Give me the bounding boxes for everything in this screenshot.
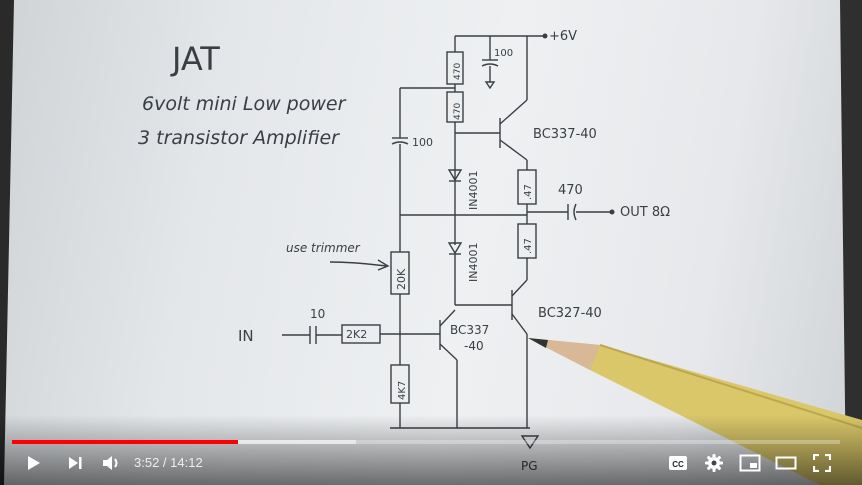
miniplayer-icon <box>739 454 761 472</box>
label-supply: +6V <box>549 29 577 44</box>
svg-text:CC: CC <box>672 460 684 469</box>
captions-icon: CC <box>669 456 687 470</box>
label-q-driver-2: -40 <box>464 339 484 353</box>
label-cap-top: 100 <box>494 48 513 59</box>
drawing-title: JAT <box>170 40 220 78</box>
label-q-driver-1: BC337 <box>450 323 489 337</box>
miniplayer-button[interactable] <box>736 448 764 478</box>
label-in: IN <box>238 327 254 345</box>
progress-bar[interactable] <box>12 440 840 444</box>
play-button[interactable] <box>18 448 48 478</box>
schematic-wires <box>282 35 612 450</box>
label-r470-a: 470 <box>453 63 463 80</box>
settings-button[interactable] <box>700 448 728 478</box>
label-trimmer-note: use trimmer <box>286 241 361 255</box>
play-icon <box>28 456 40 470</box>
gear-icon <box>705 454 723 472</box>
volume-icon <box>103 456 118 470</box>
time-separator: / <box>159 455 171 470</box>
volume-button[interactable] <box>96 448 126 478</box>
theater-icon <box>775 456 797 470</box>
label-r470-b: 470 <box>453 103 463 120</box>
label-r4k7: 4K7 <box>397 381 408 400</box>
label-cap-bootstrap: 100 <box>412 136 433 149</box>
next-button[interactable] <box>60 448 90 478</box>
fullscreen-icon <box>813 454 831 472</box>
label-cap-out: 470 <box>558 183 583 198</box>
label-r20k: 20K <box>395 268 408 290</box>
drawing-subtitle-1: 6volt mini Low power <box>142 93 347 115</box>
drawing-subtitle-2: 3 transistor Amplifier <box>138 127 340 149</box>
next-icon <box>69 457 82 469</box>
label-r47-a: .47 <box>523 184 534 200</box>
current-time: 3:52 <box>134 455 160 470</box>
label-q-bottom: BC327-40 <box>538 306 602 321</box>
label-r47-b: .47 <box>523 238 534 254</box>
label-diode-1: IN4001 <box>467 171 480 210</box>
time-display: 3:52 / 14:12 <box>134 448 203 478</box>
theater-button[interactable] <box>772 448 800 478</box>
label-out: OUT 8Ω <box>620 205 670 220</box>
progress-played <box>12 440 239 444</box>
player-controls: 3:52 / 14:12 CC <box>0 448 862 478</box>
duration: 14:12 <box>170 455 203 470</box>
captions-button[interactable]: CC <box>664 448 692 478</box>
controls-gradient <box>0 415 862 485</box>
label-cap-in: 10 <box>310 307 325 321</box>
label-diode-2: IN4001 <box>467 243 480 282</box>
fullscreen-button[interactable] <box>808 448 836 478</box>
label-r2k2: 2K2 <box>346 328 367 341</box>
label-q-top: BC337-40 <box>533 127 597 142</box>
